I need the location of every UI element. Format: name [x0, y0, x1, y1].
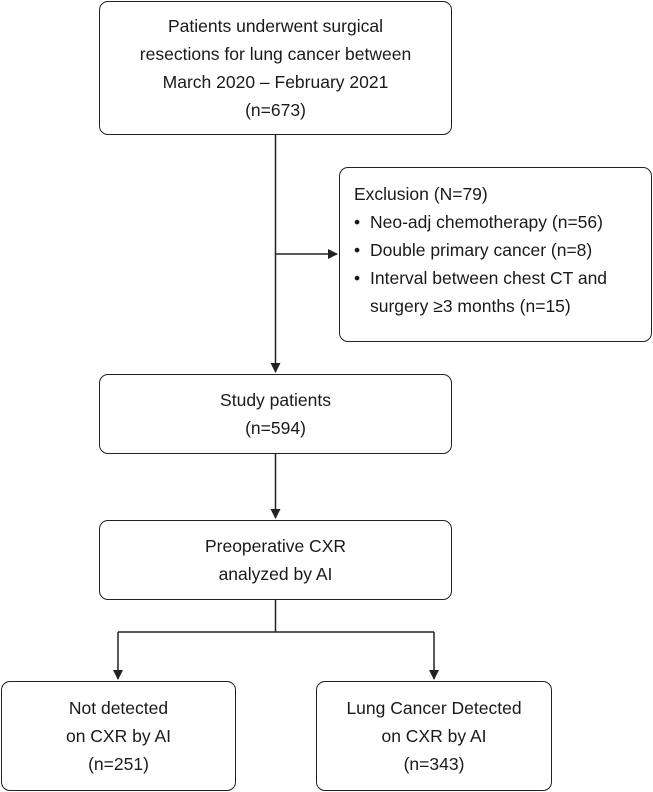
study-title: Study patients [220, 390, 331, 410]
detected-line-1: Lung Cancer Detected [346, 698, 522, 718]
study-count: (n=594) [245, 418, 306, 438]
not-detected-line-2: on CXR by AI [65, 726, 172, 746]
analysis-line-1: Preoperative CXR [204, 536, 347, 556]
bullet-icon: • [354, 240, 361, 260]
detected-count: (n=343) [403, 754, 465, 774]
analysis-box: Preoperative CXR analyzed by AI [99, 520, 452, 600]
exclusion-item-text: Double primary cancer (n=8) [370, 240, 593, 260]
not-detected-count: (n=251) [88, 754, 149, 774]
screening-line-2: resections for lung cancer between [139, 44, 412, 64]
exclusion-item: • Double primary cancer (n=8) [354, 236, 651, 264]
screening-line-3: March 2020 – February 2021 [162, 72, 389, 92]
exclusion-item-text: Interval between chest CT and [370, 268, 608, 288]
bullet-icon: • [354, 212, 361, 232]
screening-count: (n=673) [245, 100, 306, 120]
detected-box: Lung Cancer Detected on CXR by AI (n=343… [316, 681, 552, 791]
exclusion-item: • Interval between chest CT and [354, 264, 651, 292]
exclusion-item: • Neo-adj chemotherapy (n=56) [354, 208, 651, 236]
detected-line-2: on CXR by AI [381, 726, 487, 746]
screening-box: Patients underwent surgical resections f… [99, 1, 452, 135]
bullet-icon: • [354, 268, 361, 288]
not-detected-line-1: Not detected [68, 698, 169, 718]
study-box: Study patients (n=594) [99, 374, 452, 454]
exclusion-item-text: Neo-adj chemotherapy (n=56) [370, 212, 603, 232]
exclusion-title: Exclusion (N=79) [354, 184, 488, 204]
not-detected-box: Not detected on CXR by AI (n=251) [1, 681, 236, 791]
exclusion-item-continuation: surgery ≥3 months (n=15) [370, 296, 571, 316]
screening-line-1: Patients underwent surgical [168, 16, 383, 36]
exclusion-box: Exclusion (N=79) • Neo-adj chemotherapy … [339, 167, 652, 342]
analysis-line-2: analyzed by AI [218, 564, 333, 584]
